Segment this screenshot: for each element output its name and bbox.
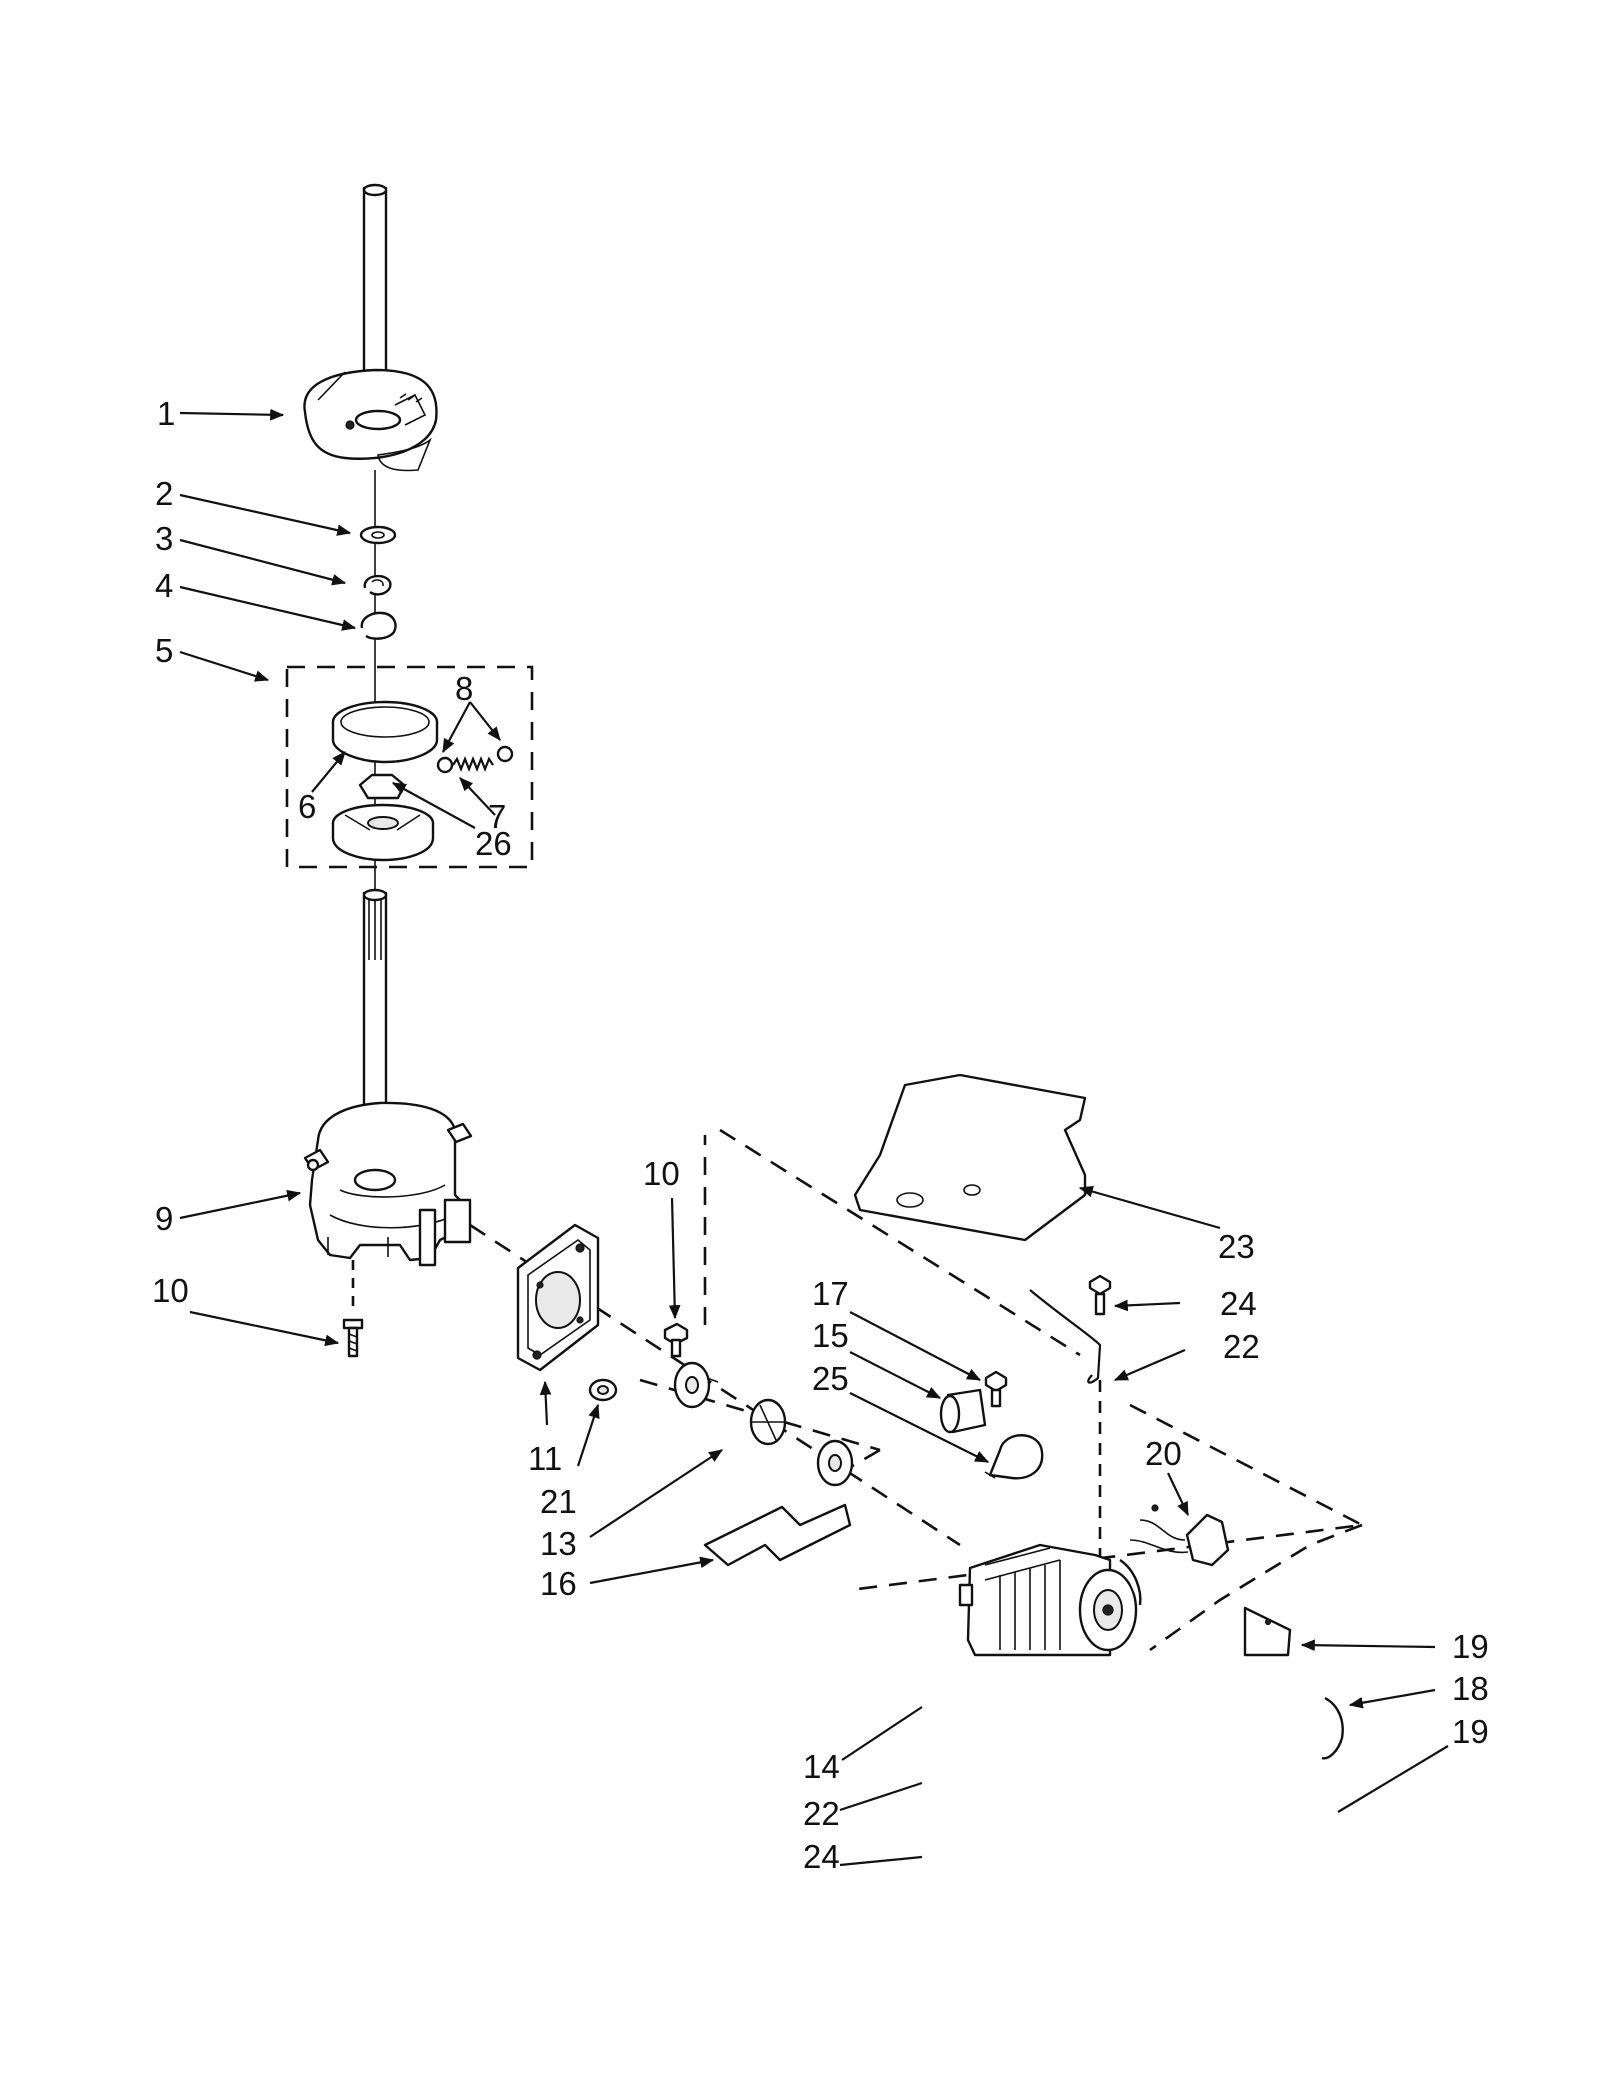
callout-10-mid: 10 [643, 1155, 680, 1192]
callout-2: 2 [155, 475, 173, 512]
leader-22-low [839, 1781, 923, 1812]
callout-24-top: 24 [1220, 1285, 1257, 1322]
callout-7: 7 [488, 798, 506, 835]
part-9-gearcase [303, 1101, 473, 1267]
part-23-shield [853, 1073, 1087, 1242]
callout-16: 16 [540, 1565, 577, 1602]
callout-19-top: 19 [1452, 1628, 1489, 1665]
part-20-switch [1129, 1504, 1230, 1567]
part-14-motor [958, 1543, 1142, 1657]
callout-23: 23 [1218, 1228, 1255, 1265]
callout-9: 9 [155, 1200, 173, 1237]
callout-10-left: 10 [152, 1272, 189, 1309]
callout-18: 18 [1452, 1670, 1489, 1707]
part-10-screw-left [342, 1260, 364, 1358]
part-25-clamp [984, 1434, 1044, 1480]
callout-4: 4 [155, 567, 173, 604]
callout-1: 1 [157, 395, 175, 432]
callout-5: 5 [155, 632, 173, 669]
part-11-mounting-plate [516, 1223, 600, 1372]
part-24-screw [1088, 1274, 1112, 1316]
part-17-screw [984, 1370, 1008, 1408]
callout-25: 25 [812, 1360, 849, 1397]
part-3-clip [363, 574, 392, 596]
part-18-clip [1321, 1696, 1344, 1760]
callout-3: 3 [155, 520, 173, 557]
part-1-brake-cam [303, 368, 438, 472]
clutch-hub [331, 803, 435, 862]
pulley-coupler-3 [816, 1439, 854, 1487]
callout-22-bottom: 22 [803, 1795, 840, 1832]
part-2-washer [359, 525, 397, 545]
leader-14 [841, 1706, 923, 1761]
part-6-clutch-band [331, 700, 439, 764]
callout-26: 26 [475, 825, 512, 862]
pulley-coupler-2 [749, 1398, 787, 1446]
part-15-capacitor [939, 1388, 987, 1434]
callout-14: 14 [803, 1748, 840, 1785]
callout-11: 11 [528, 1440, 562, 1477]
part-19-bracket [1243, 1606, 1292, 1657]
part-4-retaining-ring [360, 611, 397, 640]
part-7-spring [436, 745, 514, 774]
part-5-assembly-box [285, 665, 534, 869]
callout-8: 8 [455, 670, 473, 707]
part-16-pad [703, 1503, 852, 1567]
upper-drive-shaft [362, 183, 388, 415]
callout-15: 15 [812, 1317, 849, 1354]
callout-19-bottom: 19 [1452, 1713, 1489, 1750]
callout-17: 17 [812, 1275, 849, 1312]
leader-19-low [1337, 1745, 1449, 1813]
callout-13: 13 [540, 1525, 577, 1562]
pulley-coupler-1 [673, 1361, 719, 1409]
lower-drive-shaft [362, 888, 388, 1135]
callout-22-top: 22 [1223, 1328, 1260, 1365]
callout-20: 20 [1145, 1435, 1182, 1472]
callout-24-bottom: 24 [803, 1838, 840, 1875]
callout-21: 21 [540, 1483, 577, 1520]
part-21-nut [588, 1378, 618, 1402]
part-10-screw-mid [663, 1322, 689, 1358]
leader-24-low [839, 1855, 923, 1867]
callout-6: 6 [298, 788, 316, 825]
